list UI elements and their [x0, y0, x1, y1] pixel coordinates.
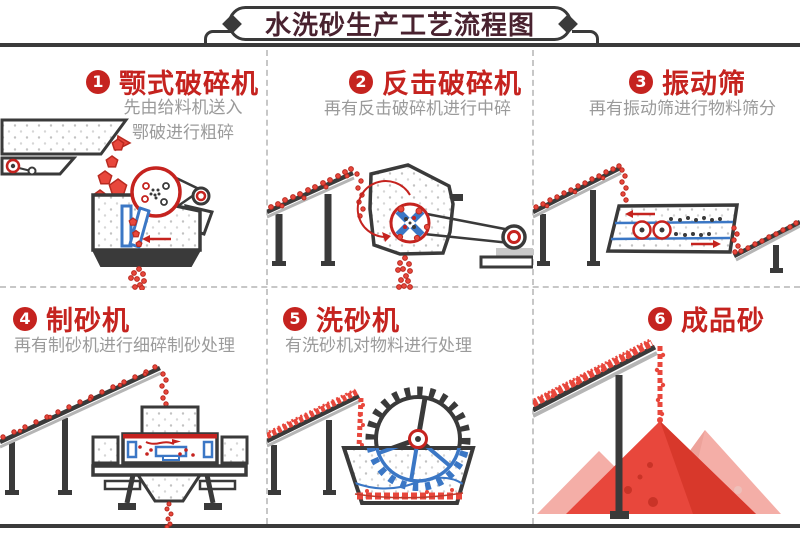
crushed-output [128, 266, 147, 290]
vibrating-screen-icon [533, 163, 800, 273]
step3-number-badge: 3 [629, 69, 653, 94]
step5-number-badge: 5 [283, 306, 307, 331]
banner-bracket-left [204, 30, 231, 47]
sand-output [164, 501, 174, 528]
feed-hopper [140, 405, 200, 436]
ground-line [0, 524, 800, 528]
step3-title: 振动筛 [662, 69, 746, 100]
step1-description: 先由给料机送入 鄂破进行粗碎 [123, 98, 243, 143]
step5-header: 5 洗砂机 [283, 299, 400, 338]
jaw-plate-fixed [120, 204, 133, 248]
step1-number-badge: 1 [86, 69, 110, 94]
crushed-output [395, 255, 413, 290]
banner-bracket-right [572, 30, 599, 47]
step6-header: 6 成品砂 [648, 299, 765, 338]
title-banner: 水洗砂生产工艺流程图 [228, 6, 572, 41]
sand-washing-machine-icon [267, 386, 476, 505]
flywheel [130, 166, 182, 218]
step4-number-badge: 4 [13, 306, 37, 331]
sand-making-machine-icon [0, 364, 249, 528]
stacker-conveyor [533, 344, 657, 413]
step4-header: 4 制砂机 [13, 299, 130, 338]
step6-number-badge: 6 [648, 306, 672, 331]
jaw-crusher-icon [0, 118, 214, 290]
sand-stream [356, 397, 364, 449]
step1-header: 1 颚式破碎机 [86, 62, 259, 101]
step4-title: 制砂机 [46, 306, 130, 337]
step2-title: 反击破碎机 [382, 69, 522, 100]
step2-header: 2 反击破碎机 [349, 62, 522, 101]
step3-header: 3 振动筛 [629, 62, 746, 101]
step5-description: 有洗砂机对物料进行处理 [285, 336, 472, 356]
discharge-funnel [135, 473, 203, 503]
step6-title: 成品砂 [681, 306, 765, 337]
step2-number-badge: 2 [349, 69, 373, 94]
page-title: 水洗砂生产工艺流程图 [264, 11, 535, 41]
impact-crusher-icon [267, 163, 533, 290]
feed-conveyor [0, 365, 161, 445]
header-rule-line [0, 43, 800, 47]
feed-conveyor [267, 393, 360, 444]
step1-title: 颚式破碎机 [119, 69, 259, 100]
finished-sand-piles-icon [533, 338, 781, 519]
step5-title: 洗砂机 [316, 306, 400, 337]
step3-description: 再有振动筛进行物料筛分 [589, 99, 776, 119]
step4-description: 再有制砂机进行细碎制砂处理 [14, 336, 235, 356]
step2-description: 再有反击破碎机进行中碎 [324, 99, 511, 119]
